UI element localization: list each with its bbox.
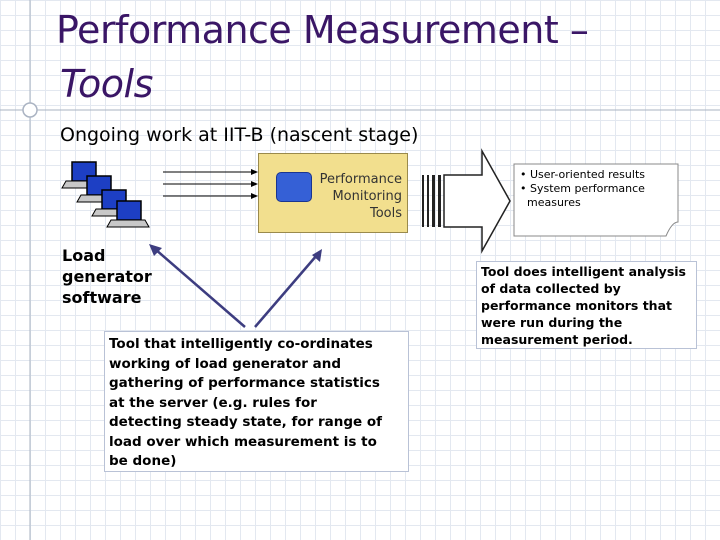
load-label-line: software [62,288,142,307]
computer-stack-icon [61,161,150,228]
load-label-line: generator [62,267,152,286]
monitor-label-line: Monitoring [332,189,402,204]
v-arrows [149,244,322,328]
coordination-tool-box: Tool that intelligently co-ordinates wor… [104,331,409,472]
results-note-shape [513,163,679,237]
coordination-tool-line: load over which measurement is to [109,433,377,450]
coordination-tool-line: gathering of performance statistics [109,375,380,391]
striped-block-arrow [422,148,511,254]
monitor-label-line: Performance [319,172,402,187]
subtitle: Ongoing work at IIT-B (nascent stage) [60,124,419,146]
results-note-line: measures [520,196,581,209]
monitor-label-line: Tools [369,206,402,221]
coordination-tool-line: at the server (e.g. rules for [109,394,317,411]
load-generator-label: Load generator software [62,245,152,308]
coordination-tool-line: working of load generator and [109,355,342,372]
monitor-icon [276,172,312,202]
computer-icon [106,200,150,228]
load-label-line: Load [62,246,106,265]
results-note: • User-oriented results • System perform… [520,168,668,236]
results-note-line: • User-oriented results [520,168,645,181]
page-title: Performance Measurement – [56,8,589,52]
page-title-continued: Tools [60,62,153,106]
coordination-tool-line: be done) [109,453,177,469]
coordination-tool-line: Tool that intelligently co-ordinates [109,336,373,352]
coordination-tool-line: detecting steady state, for range of [109,414,382,430]
request-arrows [163,169,258,199]
results-note-line: • System performance [520,182,645,195]
analysis-tool-line: were run during the [481,315,623,330]
corner-circle-icon [22,102,38,118]
analysis-tool-line: measurement period. [481,332,633,347]
analysis-tool-box: Tool does intelligent analysis of data c… [476,261,697,349]
analysis-tool-line: of data collected by [481,281,621,296]
performance-monitor-label: Performance Monitoring Tools [312,171,402,222]
analysis-tool-line: Tool does intelligent analysis [481,264,686,279]
analysis-tool-line: performance monitors that [481,298,672,313]
